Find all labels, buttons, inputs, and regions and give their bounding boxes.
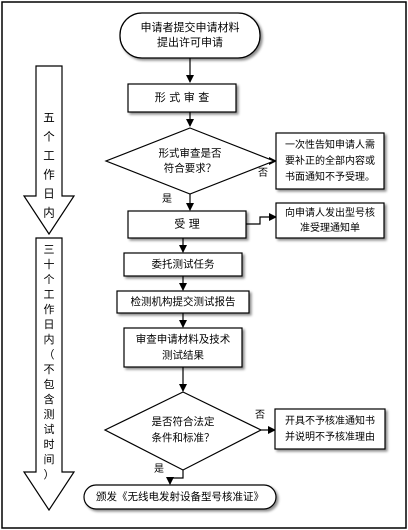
timeline-char: 包 bbox=[44, 378, 55, 391]
timeline-char: 个 bbox=[43, 130, 55, 144]
timeline-char: 五 bbox=[43, 111, 55, 125]
connector-decision2-yes bbox=[166, 470, 184, 485]
timeline-arrow-2 bbox=[22, 237, 76, 512]
node-notify-corrections-line: 要补正的全部内容或 bbox=[285, 154, 375, 167]
timeline-char: 日 bbox=[44, 318, 55, 331]
timeline-char: 三 bbox=[44, 243, 55, 256]
node-notify-corrections-line: 一次性告知申请人需 bbox=[285, 138, 375, 151]
node-test-report: 检测机构提交测试报告 bbox=[116, 290, 250, 314]
node-reject-notice-line: 并说明不予核准理由 bbox=[285, 430, 375, 443]
timeline-char: （ bbox=[44, 348, 55, 361]
timeline-char: ） bbox=[44, 468, 55, 481]
timeline-char: 工 bbox=[44, 288, 55, 301]
timeline-char: 试 bbox=[44, 423, 55, 436]
edge-label-yes-2: 是 bbox=[154, 463, 164, 475]
node-formal-review-line: 形 式 审 查 bbox=[155, 90, 210, 104]
node-reject-notice-line: 开具不予核准通知书 bbox=[285, 414, 375, 427]
timeline-char: 内 bbox=[43, 206, 55, 220]
node-formal-decision-line: 符合要求？ bbox=[164, 162, 217, 175]
connector-accept-notice bbox=[246, 213, 277, 225]
node-send-acceptance-line: 准受理通知单 bbox=[300, 221, 360, 234]
node-notify-corrections-line: 书面通知不予受理。 bbox=[285, 170, 375, 183]
timeline-char: 日 bbox=[43, 187, 55, 201]
timeline-char: 内 bbox=[44, 332, 55, 346]
timeline-arrow-1 bbox=[22, 65, 76, 236]
timeline-char: 个 bbox=[44, 273, 55, 286]
node-issue-certificate-line: 颁发《无线电发射设备型号核准证》 bbox=[96, 490, 264, 503]
node-review-materials-line: 审查申请材料及技术 bbox=[136, 333, 231, 346]
edge-label-no-2: 否 bbox=[255, 409, 265, 421]
node-send-acceptance-line: 向申请人发出型号核 bbox=[285, 206, 375, 219]
timeline-char: 含 bbox=[44, 392, 55, 406]
node-commission-test: 委托测试任务 bbox=[123, 252, 243, 277]
timeline-char: 间 bbox=[44, 453, 55, 466]
node-accept-line: 受 理 bbox=[174, 218, 200, 231]
edge-label-no-1: 否 bbox=[258, 167, 268, 179]
node-formal-decision-line: 形式审查是否 bbox=[159, 147, 222, 160]
node-accept: 受 理 bbox=[127, 210, 247, 239]
timeline-char: 测 bbox=[44, 408, 55, 421]
timeline-char: 工 bbox=[43, 149, 55, 163]
connectors bbox=[166, 58, 277, 485]
timeline-char: 十 bbox=[44, 257, 55, 271]
node-issue-certificate: 颁发《无线电发射设备型号核准证》 bbox=[83, 484, 277, 510]
node-start-line: 提出许可申请 bbox=[157, 35, 223, 49]
timeline-char: 作 bbox=[43, 168, 55, 182]
edge-label-yes-1: 是 bbox=[162, 193, 172, 205]
node-formal-review: 形 式 审 查 bbox=[127, 83, 237, 113]
node-review-materials-line: 测试结果 bbox=[162, 349, 204, 362]
timeline-char: 不 bbox=[44, 363, 55, 376]
node-compliance-decision-line: 条件和标准？ bbox=[152, 431, 215, 444]
node-compliance-decision-line: 是否符合法定 bbox=[152, 415, 215, 428]
timeline-char: 时 bbox=[44, 438, 55, 451]
node-test-report-line: 检测机构提交测试报告 bbox=[131, 295, 236, 308]
node-commission-test-line: 委托测试任务 bbox=[152, 258, 215, 271]
node-start-line: 申请者提交申请材料 bbox=[141, 20, 240, 34]
timeline-char: 作 bbox=[44, 303, 55, 316]
